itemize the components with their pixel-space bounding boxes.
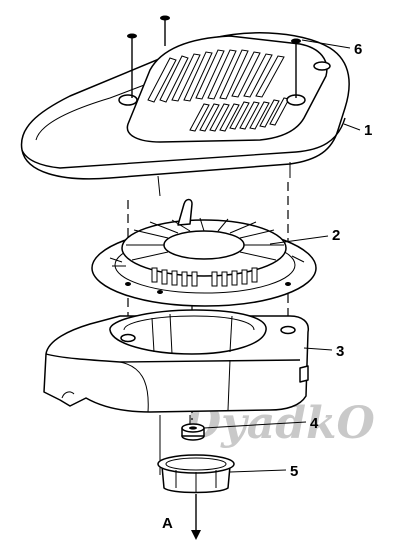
cover-screws [127,15,301,98]
fan-shroud [43,309,310,413]
starter-vent-slots [151,267,258,287]
arrow-label-a: A [162,515,173,532]
callout-2: 2 [332,227,340,244]
starter-cup [157,454,235,532]
callout-3: 3 [336,343,344,360]
starter-nut [181,423,205,441]
direction-arrow [191,530,201,540]
callout-6: 6 [354,41,362,58]
recoil-starter [91,198,317,307]
top-cover [20,32,350,197]
cover-vent-slots [147,49,290,132]
callout-5: 5 [290,463,298,480]
callout-1: 1 [364,122,372,139]
callout-leaders [203,39,361,473]
callout-4: 4 [310,415,319,432]
